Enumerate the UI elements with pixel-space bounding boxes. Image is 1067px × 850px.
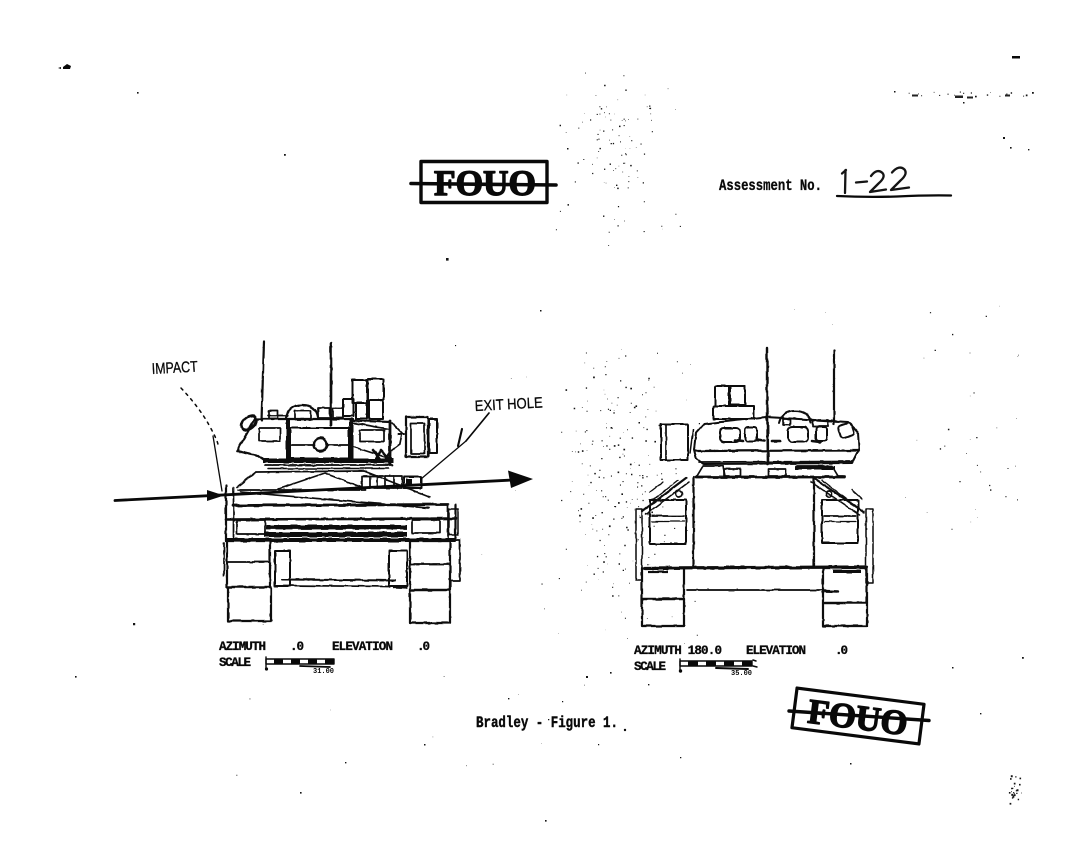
svg-text:IMPACT: IMPACT [151, 359, 198, 378]
svg-text:31.00: 31.00 [313, 668, 334, 676]
svg-text:EXIT HOLE: EXIT HOLE [474, 394, 543, 415]
svg-text:SCALE: SCALE [634, 660, 666, 674]
svg-text:FOUO: FOUO [434, 163, 536, 203]
svg-text:Bradley - Figure 1.: Bradley - Figure 1. [476, 714, 618, 732]
svg-text:Assessment No.: Assessment No. [719, 177, 822, 195]
svg-text:35.00: 35.00 [731, 670, 752, 678]
svg-text:SCALE: SCALE [219, 656, 251, 670]
svg-text:AZIMUTH 180.0: AZIMUTH 180.0 [634, 644, 722, 658]
svg-text:.0: .0 [417, 640, 430, 654]
svg-text:ELEVATION: ELEVATION [332, 640, 393, 654]
svg-text:ELEVATION: ELEVATION [746, 644, 806, 658]
svg-text:.0: .0 [835, 644, 848, 658]
svg-text:AZIMUTH: AZIMUTH [219, 640, 266, 654]
svg-text:.0: .0 [290, 640, 304, 654]
